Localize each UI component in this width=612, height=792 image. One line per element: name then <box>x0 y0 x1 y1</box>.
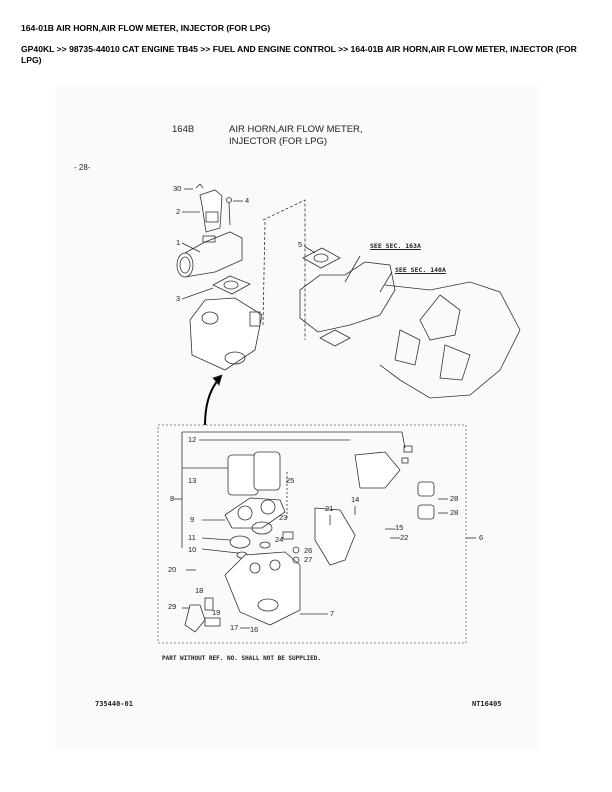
callout-1: 1 <box>176 238 181 247</box>
callout-7: 7 <box>330 609 335 618</box>
callout-11: 11 <box>188 533 196 542</box>
section-title-line2: INJECTOR (FOR LPG) <box>229 136 327 147</box>
section-title-line1: AIR HORN,AIR FLOW METER, <box>229 124 363 135</box>
callout-6: 6 <box>479 533 484 542</box>
callout-27: 27 <box>304 555 313 564</box>
leader-lines-lower <box>174 439 476 629</box>
see-section-140a: SEE SEC. 140A <box>395 266 446 274</box>
callout-16: 16 <box>250 625 259 634</box>
air-flow-meter-part <box>195 183 223 233</box>
supply-note: PART WITHOUT REF. NO. SHALL NOT BE SUPPL… <box>162 655 321 662</box>
callout-14: 14 <box>351 495 360 504</box>
section-code: 164B <box>172 124 195 135</box>
callout-30: 30 <box>173 184 182 193</box>
drawing-number: 735440-01 <box>95 700 133 708</box>
dash-leader <box>262 199 306 340</box>
callout-21: 21 <box>325 504 334 513</box>
callout-4: 4 <box>245 196 250 205</box>
callout-20: 20 <box>168 565 177 574</box>
arrow-head-icon <box>212 374 223 386</box>
callout-9: 9 <box>190 515 195 524</box>
callout-24: 24 <box>275 535 284 544</box>
intake-manifold <box>299 261 521 399</box>
callout-17: 17 <box>230 623 239 632</box>
leader-line <box>379 271 393 293</box>
callout-15: 15 <box>395 523 404 532</box>
see-section-163a: SEE SEC. 163A <box>370 242 421 250</box>
parts-diagram-panel <box>55 86 539 750</box>
injector-assembly-lower <box>181 431 435 633</box>
callout-25: 25 <box>286 476 295 485</box>
bolt-part <box>226 197 232 226</box>
injector-body-part <box>189 297 263 371</box>
callout-28a: 28 <box>450 494 459 503</box>
callout-19: 19 <box>212 608 221 617</box>
callout-28b: 28 <box>450 508 459 517</box>
callout-10: 10 <box>188 545 197 554</box>
gasket-part-5 <box>302 247 341 269</box>
page-number: - 28- <box>74 163 91 172</box>
callout-2: 2 <box>176 207 181 216</box>
callout-3: 3 <box>176 294 181 303</box>
detail-box <box>157 424 467 644</box>
breadcrumb: GP40KL >> 98735-44010 CAT ENGINE TB45 >>… <box>21 44 577 65</box>
callout-22: 22 <box>400 533 409 542</box>
leader-lines-upper <box>181 188 316 300</box>
leader-line <box>344 255 361 283</box>
callout-29: 29 <box>168 602 177 611</box>
page-title: 164-01B AIR HORN,AIR FLOW METER, INJECTO… <box>21 23 271 33</box>
callout-13: 13 <box>188 476 197 485</box>
callout-23: 23 <box>279 513 288 522</box>
assembly-arrow <box>204 379 219 426</box>
callout-26: 26 <box>304 546 313 555</box>
gasket-part <box>212 275 251 295</box>
callout-8: 8 <box>170 494 175 503</box>
callout-12: 12 <box>188 435 197 444</box>
callout-5: 5 <box>298 240 303 249</box>
reference-code: NT16405 <box>472 700 502 708</box>
air-horn-part <box>176 231 243 278</box>
callout-18: 18 <box>195 586 204 595</box>
